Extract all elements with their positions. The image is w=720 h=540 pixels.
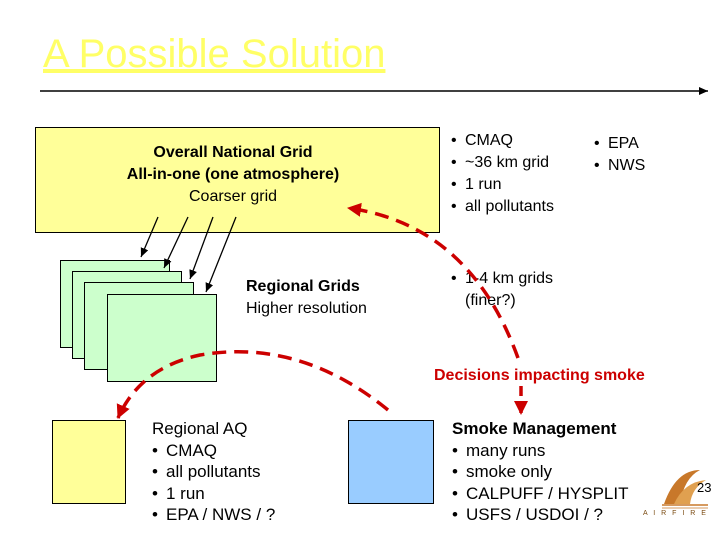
smoke-management-text: Smoke Management many runs smoke only CA…: [452, 418, 628, 526]
national-bullet: 1 run: [451, 174, 554, 196]
grid-arrow: [163, 216, 189, 269]
page-title: A Possible Solution: [43, 32, 386, 76]
agency-bullets: EPA NWS: [594, 133, 645, 177]
regional-aq-item: EPA / NWS / ?: [152, 504, 275, 526]
regional-aq-item: CMAQ: [152, 440, 275, 462]
smoke-management-list: many runs smoke only CALPUFF / HYSPLIT U…: [452, 440, 628, 526]
agency-bullet: EPA: [594, 133, 645, 155]
regional-aq-text: Regional AQ CMAQ all pollutants 1 run EP…: [152, 418, 275, 526]
national-grid-label: Overall National Grid All-in-one (one at…: [88, 142, 378, 208]
grid-arrow: [205, 216, 237, 293]
regional-grids-title: Regional Grids: [246, 278, 360, 295]
national-grid-line-3: Coarser grid: [188, 188, 278, 205]
national-grid-line-1: Overall National Grid: [153, 144, 313, 161]
national-bullet: CMAQ: [451, 130, 554, 152]
smoke-management-item: smoke only: [452, 461, 628, 483]
feedback-arrow: [347, 202, 520, 359]
regional-aq-box: [52, 420, 126, 504]
regional-aq-title: Regional AQ: [152, 419, 248, 438]
page-number: 23: [697, 480, 712, 495]
national-bullet: all pollutants: [451, 196, 554, 218]
agency-bullet: NWS: [594, 155, 645, 177]
national-bullets: CMAQ ~36 km grid 1 run all pollutants: [451, 130, 554, 218]
regional-bullet-cont: (finer?): [465, 292, 516, 309]
grid-arrow: [140, 216, 159, 258]
regional-aq-item: all pollutants: [152, 461, 275, 483]
smoke-management-title: Smoke Management: [452, 419, 617, 438]
smoke-management-item: CALPUFF / HYSPLIT: [452, 483, 628, 505]
smoke-management-item: many runs: [452, 440, 628, 462]
regional-grids-subtitle: Higher resolution: [246, 300, 367, 317]
national-bullet: ~36 km grid: [451, 152, 554, 174]
decisions-label: Decisions impacting smoke: [434, 367, 645, 384]
smoke-management-item: USFS / USDOI / ?: [452, 504, 628, 526]
national-grid-line-2: All-in-one (one atmosphere): [126, 166, 340, 183]
airfire-logo-icon: [660, 464, 710, 512]
regional-aq-list: CMAQ all pollutants 1 run EPA / NWS / ?: [152, 440, 275, 526]
national-grid-box: [35, 127, 440, 233]
smoke-management-box: [348, 420, 434, 504]
regional-grids-label: Regional Grids Higher resolution: [246, 276, 367, 320]
regional-bullet: •1-4 km grids (finer?): [451, 268, 553, 312]
logo-letters: A I R F I R E: [643, 510, 708, 517]
regional-aq-item: 1 run: [152, 483, 275, 505]
exchange-arrow: [116, 350, 390, 419]
regional-bullet-text: 1-4 km grids: [465, 270, 554, 287]
grid-arrow: [189, 216, 214, 280]
